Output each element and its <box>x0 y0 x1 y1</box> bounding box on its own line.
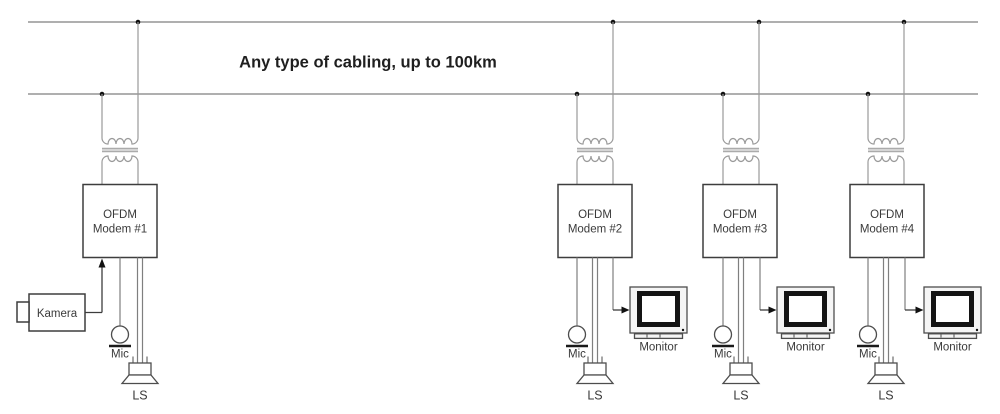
microphone-device: Mic <box>566 257 588 361</box>
monitor-screen-icon <box>931 291 974 327</box>
modem-title: OFDM <box>578 209 612 221</box>
cabling-bus <box>28 19 978 97</box>
monitor-power-led <box>828 328 832 332</box>
camera-body <box>28 293 86 332</box>
transformer-secondary-coil <box>722 155 760 185</box>
modem-title: OFDM <box>103 209 137 221</box>
modem-number: Modem #4 <box>860 224 915 236</box>
monitor-screen-icon <box>637 291 680 327</box>
loudspeaker-device: LS <box>575 257 615 403</box>
arrow-up-icon <box>98 258 106 268</box>
arrow-right-icon <box>768 306 777 314</box>
modem-number: Modem #1 <box>93 224 147 236</box>
modem-station-1: OFDM Modem #1 Kamera Mic LS <box>16 22 160 403</box>
speaker-label: LS <box>132 389 147 403</box>
monitor-base <box>927 333 978 340</box>
microphone-device: Mic <box>712 257 734 361</box>
modem-box <box>702 183 778 259</box>
speaker-icon <box>874 362 898 376</box>
speaker-label: LS <box>733 389 748 403</box>
microphone-icon <box>713 325 733 344</box>
speaker-label: LS <box>878 389 893 403</box>
modem-title: OFDM <box>723 209 757 221</box>
microphone-device: Mic <box>109 257 131 361</box>
modem-number: Modem #3 <box>713 224 767 236</box>
modem-title: OFDM <box>870 209 904 221</box>
monitor-device: Monitor <box>759 257 835 354</box>
microphone-icon <box>567 325 587 344</box>
speaker-label: LS <box>587 389 602 403</box>
monitor-base <box>633 333 684 340</box>
mic-label: Mic <box>714 349 732 361</box>
speaker-cone-icon <box>721 374 761 385</box>
microphone-icon <box>858 325 878 344</box>
mic-label: Mic <box>568 349 586 361</box>
camera-device: Kamera <box>16 258 106 332</box>
monitor-screen-icon <box>784 291 827 327</box>
microphone-icon <box>110 325 130 344</box>
monitor-power-led <box>681 328 685 332</box>
monitor-label: Monitor <box>933 342 972 354</box>
cabling-caption: Any type of cabling, up to 100km <box>239 54 497 72</box>
speaker-cone-icon <box>575 374 615 385</box>
speaker-cone-icon <box>120 374 160 385</box>
transformer-icon <box>722 22 760 185</box>
monitor-label: Monitor <box>639 342 678 354</box>
camera-label: Kamera <box>37 308 78 320</box>
modem-station-3: OFDM Modem #3 Mic LS Mon <box>702 22 835 403</box>
speaker-icon <box>583 362 607 376</box>
loudspeaker-device: LS <box>120 257 160 403</box>
modem-box <box>82 183 158 259</box>
transformer-primary-coil <box>867 22 905 145</box>
microphone-device: Mic <box>857 257 879 361</box>
camera-lens-icon <box>16 301 30 323</box>
transformer-primary-coil <box>101 22 139 145</box>
monitor-power-led <box>975 328 979 332</box>
transformer-icon <box>101 22 139 185</box>
speaker-icon <box>128 362 152 376</box>
modem-box <box>849 183 925 259</box>
loudspeaker-device: LS <box>866 257 906 403</box>
modem-station-2: OFDM Modem #2 Mic LS Mon <box>557 22 688 403</box>
modem-station-4: OFDM Modem #4 Mic LS Mon <box>849 22 982 403</box>
mic-label: Mic <box>859 349 877 361</box>
transformer-secondary-coil <box>101 155 139 185</box>
monitor-base <box>780 333 831 340</box>
arrow-right-icon <box>621 306 630 314</box>
transformer-secondary-coil <box>576 155 614 185</box>
transformer-icon <box>576 22 614 185</box>
transformer-secondary-coil <box>867 155 905 185</box>
monitor-label: Monitor <box>786 342 825 354</box>
monitor-device: Monitor <box>904 257 982 354</box>
monitor-device: Monitor <box>612 257 688 354</box>
transformer-primary-coil <box>722 22 760 145</box>
speaker-icon <box>729 362 753 376</box>
arrow-right-icon <box>915 306 924 314</box>
modem-number: Modem #2 <box>568 224 622 236</box>
mic-label: Mic <box>111 349 129 361</box>
transformer-icon <box>867 22 905 185</box>
modem-box <box>557 183 633 259</box>
transformer-primary-coil <box>576 22 614 145</box>
loudspeaker-device: LS <box>721 257 761 403</box>
speaker-cone-icon <box>866 374 906 385</box>
